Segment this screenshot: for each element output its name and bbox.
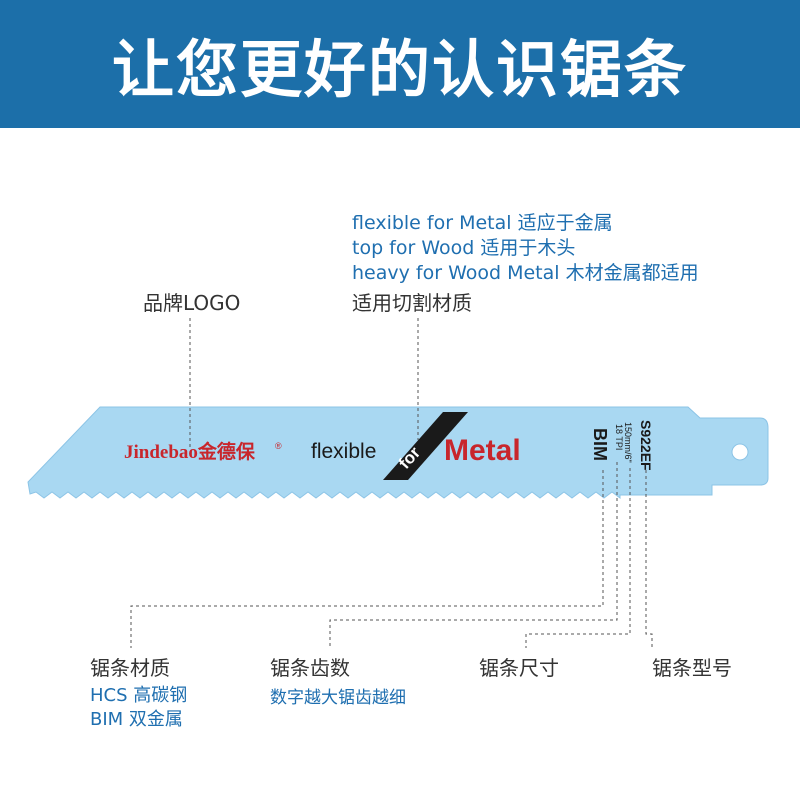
hcs-note: HCS 高碳钢 — [90, 685, 188, 706]
bim-note: BIM 双金属 — [90, 709, 183, 730]
slash-band — [383, 412, 468, 480]
logo-label: 品牌LOGO — [143, 291, 241, 315]
material-note-top: top for Wood 适用于木头 — [352, 237, 576, 259]
leader-lines — [130, 318, 653, 648]
material-note-flexible: flexible for Metal 适应于金属 — [352, 212, 613, 234]
blade-model-label: 锯条型号 — [652, 656, 732, 680]
header-banner: 让您更好的认识锯条 — [0, 0, 800, 128]
blade-size-text: 150mm/6" — [623, 422, 633, 463]
page-title: 让您更好的认识锯条 — [111, 33, 688, 106]
tooth-count-label: 锯条齿数 — [270, 656, 350, 680]
blade-material-label: 锯条材质 — [90, 656, 170, 680]
blade-bim-text: BIM — [590, 428, 610, 461]
saw-blade — [27, 406, 769, 499]
blade-tpi-text: 18 TPI — [614, 424, 624, 450]
blade-flexible-text: flexible — [311, 440, 376, 463]
leader-blade-size — [525, 468, 631, 648]
leader-blade-model — [645, 470, 653, 648]
leader-blade-material — [130, 470, 604, 648]
mounting-hole — [731, 443, 749, 461]
brand-registered-mark: ® — [275, 441, 282, 451]
blade-model-text: S922EF — [638, 420, 654, 471]
tooth-count-note: 数字越大锯齿越细 — [270, 688, 406, 708]
blade-size-label: 锯条尺寸 — [479, 656, 559, 680]
blade-metal-text: Metal — [444, 434, 521, 467]
brand-logo: Jindebao金德保 — [124, 440, 256, 463]
material-label: 适用切割材质 — [352, 291, 472, 315]
material-note-heavy: heavy for Wood Metal 木材金属都适用 — [352, 262, 699, 284]
leader-tooth-count — [329, 462, 618, 648]
